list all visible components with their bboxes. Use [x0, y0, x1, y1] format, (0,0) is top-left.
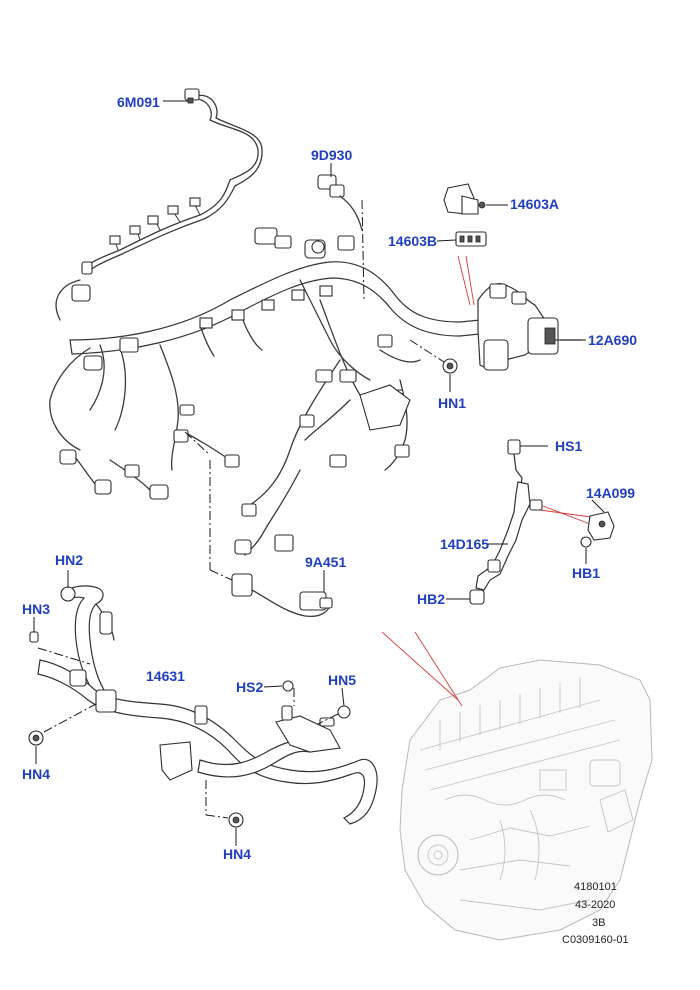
callout-9D930[interactable]: 9D930: [311, 147, 353, 163]
sensor-pipe-14D165: [469, 439, 615, 605]
callout-HS2[interactable]: HS2: [236, 679, 264, 695]
callout-14603A[interactable]: 14603A: [510, 196, 560, 212]
callout-HB1[interactable]: HB1: [572, 565, 601, 581]
callout-14603B[interactable]: 14603B: [388, 233, 438, 249]
callout-9A451[interactable]: 9A451: [305, 554, 347, 570]
harness-9A451: [231, 573, 333, 618]
callout-HN1[interactable]: HN1: [438, 395, 467, 411]
reference-lines: [381, 255, 599, 707]
callout-HN4-bottom[interactable]: HN4: [223, 846, 252, 862]
ref-code-line4: C0309160-01: [562, 934, 629, 946]
callout-6M091[interactable]: 6M091: [117, 94, 160, 110]
callout-HS1[interactable]: HS1: [555, 438, 583, 454]
callout-HN4-left[interactable]: HN4: [22, 766, 51, 782]
dash-leaders-lower: [37, 647, 339, 819]
callout-HN2[interactable]: HN2: [55, 552, 84, 568]
callout-12A690[interactable]: 12A690: [588, 332, 638, 348]
callout-leaders: [33, 100, 605, 846]
callout-14631[interactable]: 14631: [146, 668, 185, 684]
dash-leaders-main: [184, 199, 445, 581]
callout-HN3[interactable]: HN3: [22, 601, 51, 617]
harness-14631: [28, 585, 378, 828]
callout-14D165[interactable]: 14D165: [440, 536, 490, 552]
callout-HB2[interactable]: HB2: [417, 591, 446, 607]
callout-HN5[interactable]: HN5: [328, 672, 357, 688]
engine-block: [399, 659, 653, 941]
ref-code-line1: 4180101: [574, 881, 617, 893]
harness-6M091: [81, 88, 263, 275]
ref-code-line3: 3B: [592, 917, 606, 929]
ref-code-line2: 43-2020: [575, 899, 616, 911]
callout-14A099[interactable]: 14A099: [586, 485, 636, 501]
